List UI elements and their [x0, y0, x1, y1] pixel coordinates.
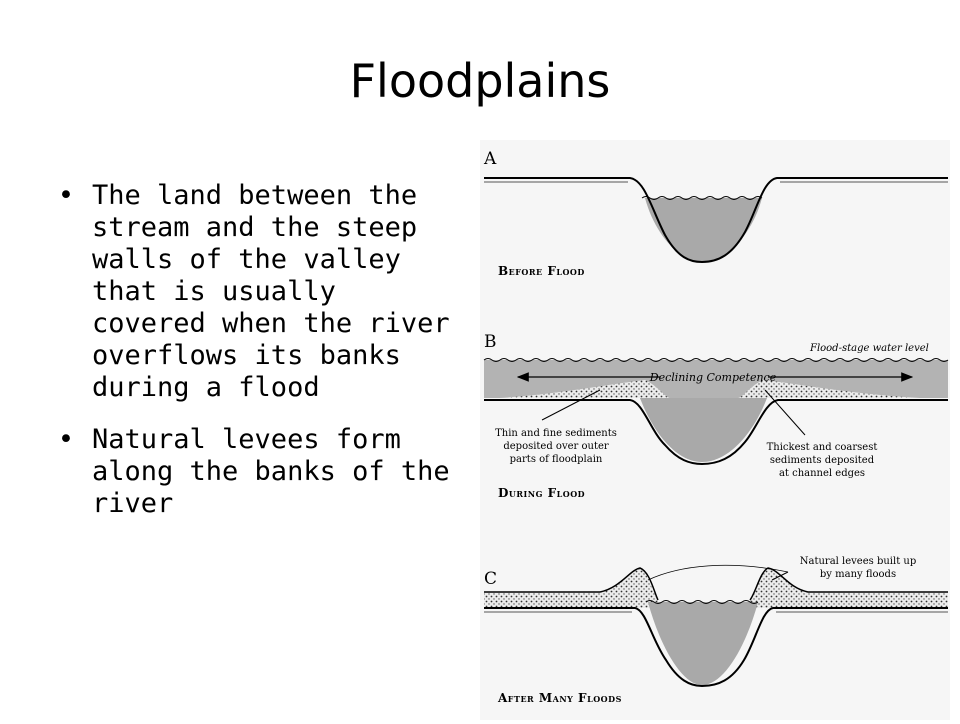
panel-c-surface-profile [484, 567, 948, 601]
bullet-item: • Natural levees form along the banks of… [58, 424, 458, 520]
panel-b-letter: B [484, 332, 497, 352]
panel-a-ground-profile [484, 177, 948, 264]
panel-c-right-levee [750, 568, 948, 608]
panel-c-leader-left [647, 564, 789, 581]
panel-b: B Flood-stage water level Declining Comp… [483, 332, 949, 500]
bullet-list: • The land between the stream and the st… [58, 180, 458, 540]
bullet-dot-icon: • [58, 180, 74, 211]
panel-b-left-leader [541, 389, 601, 421]
panel-b-flood-surface [483, 358, 949, 362]
panel-c-caption: After Many Floods [497, 691, 622, 705]
bullet-dot-icon: • [58, 424, 74, 455]
panel-c-ground-profile [484, 607, 948, 688]
panel-b-flood-water [484, 360, 948, 398]
panel-c-left-levee [484, 568, 658, 608]
bullet-text: The land between the stream and the stee… [92, 180, 450, 403]
panel-c-note-2: by many floods [820, 569, 896, 580]
bullet-item: • The land between the stream and the st… [58, 180, 458, 404]
panel-a-caption: Before Flood [498, 264, 585, 278]
panel-b-ground-profile [484, 399, 948, 466]
panel-b-channel-water [640, 398, 767, 462]
panel-c-letter: C [484, 569, 497, 589]
panel-b-caption: During Flood [498, 486, 585, 500]
panel-b-left-note-3: parts of floodplain [510, 454, 603, 465]
panel-c-note-1: Natural levees built up [800, 556, 916, 567]
slide-title: Floodplains [349, 54, 611, 108]
panel-b-right-note-1: Thickest and coarsest [767, 442, 878, 453]
panel-c-leader-right [771, 571, 789, 581]
panel-b-water-label: Flood-stage water level [809, 343, 929, 354]
panel-c-channel-water [648, 602, 758, 685]
panel-b-right-note-3: at channel edges [779, 468, 865, 479]
panel-b-left-note-1: Thin and fine sediments [495, 428, 617, 439]
panel-a-channel-water [645, 198, 762, 262]
panel-b-right-leader [764, 389, 806, 436]
panel-b-left-note-2: deposited over outer [503, 441, 609, 452]
panel-a: A Before Flood [483, 149, 948, 278]
bullet-text: Natural levees form along the banks of t… [92, 424, 450, 519]
panel-b-right-sediment [738, 380, 920, 398]
panel-c: C Natural levees built up by many floods… [484, 556, 948, 705]
panel-a-letter: A [483, 149, 497, 169]
panel-b-left-sediment [500, 380, 670, 398]
panel-a-water-surface [641, 196, 763, 200]
panel-b-arrow-label: Declining Competence [649, 371, 777, 384]
panel-b-right-note-2: sediments deposited [770, 455, 875, 466]
floodplain-diagram: A Before Flood B Flood-stage water level… [480, 140, 950, 720]
panel-c-water-surface [645, 600, 759, 604]
